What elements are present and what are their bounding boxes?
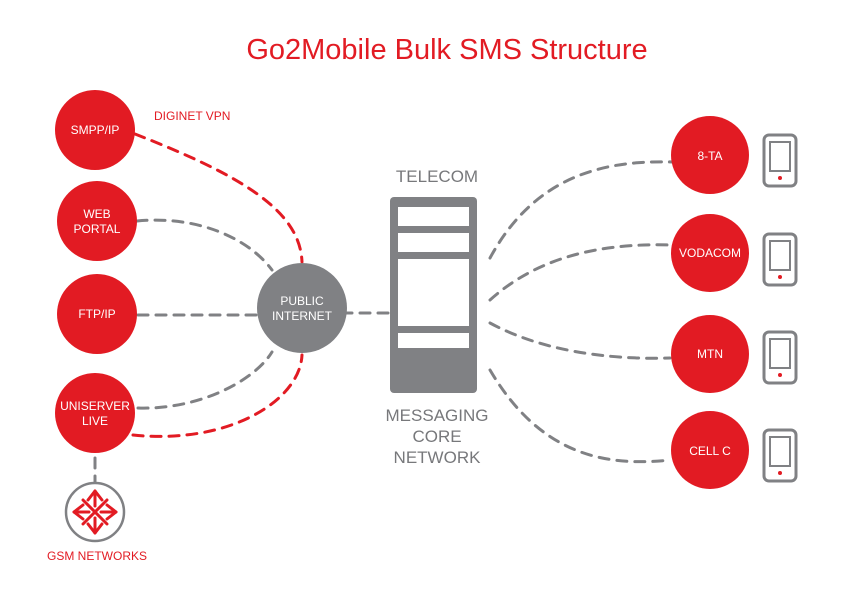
core-label-line: CORE (412, 427, 461, 446)
directional-arrows-icon (64, 481, 126, 543)
core-label-line: NETWORK (394, 448, 482, 467)
public-internet-node: PUBLIC INTERNET (257, 263, 347, 353)
source-smpp: SMPP/IP (55, 90, 135, 170)
node-label: 8-TA (697, 149, 722, 163)
link-core-mtn (488, 321, 672, 360)
core-label-line: MESSAGING (386, 406, 489, 425)
node-label: LIVE (82, 414, 108, 428)
server-icon (390, 197, 477, 393)
node-label: WEB (83, 207, 110, 221)
mobile-phone-icon (762, 330, 798, 385)
link-core-8ta (488, 160, 674, 260)
source-ftp: FTP/IP (57, 274, 137, 354)
node-label: CELL C (689, 444, 731, 458)
link-web-internet (135, 218, 274, 272)
vpn-label: DIGINET VPN (154, 109, 230, 123)
vpn-link-smpp (133, 132, 304, 264)
node-label: FTP/IP (78, 307, 115, 321)
mobile-phone-icon (762, 232, 798, 287)
node-label: SMPP/IP (71, 123, 120, 137)
carrier-8ta: 8-TA (671, 116, 749, 194)
carrier-mtn: MTN (671, 315, 749, 393)
gsm-networks-label: GSM NETWORKS (47, 549, 147, 563)
link-uniserver-internet (136, 350, 274, 410)
node-label: MTN (697, 347, 723, 361)
node-label: INTERNET (272, 309, 333, 323)
node-label: PUBLIC (280, 294, 324, 308)
source-web-portal: WEB PORTAL (57, 181, 137, 261)
node-label: PORTAL (74, 222, 121, 236)
mobile-phone-icon (762, 428, 798, 483)
vpn-link-uniserver (131, 353, 304, 438)
connectors (93, 132, 674, 486)
carrier-vodacom: VODACOM (671, 214, 749, 292)
diagram-title: Go2Mobile Bulk SMS Structure (246, 34, 647, 66)
source-uniserver-live: UNISERVER LIVE (55, 373, 135, 453)
telecom-label: TELECOM (396, 167, 478, 186)
carrier-cell-c: CELL C (671, 411, 749, 489)
link-core-cellc (488, 368, 672, 464)
node-label: VODACOM (679, 246, 741, 260)
node-label: UNISERVER (60, 399, 130, 413)
link-core-vodacom (488, 243, 672, 302)
mobile-phone-icon (762, 133, 798, 188)
